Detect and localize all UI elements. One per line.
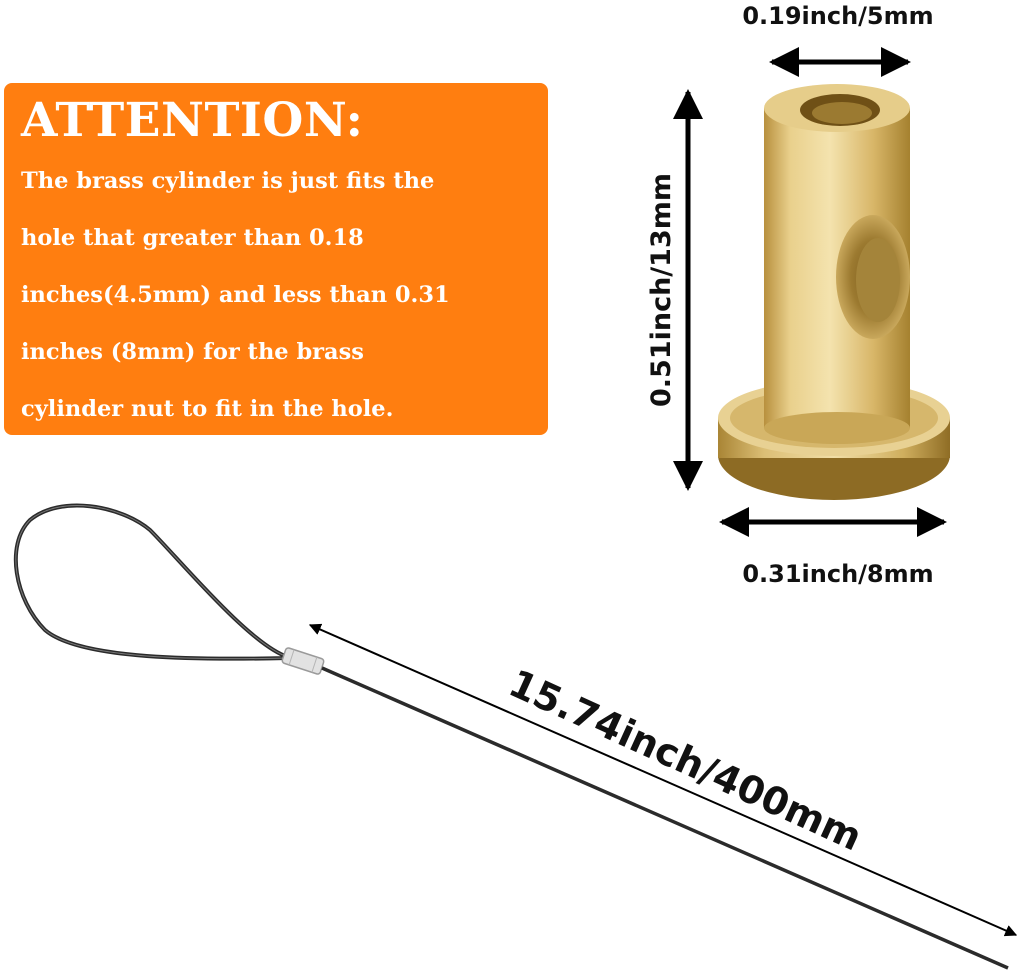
brass-cylinder-nut: [718, 84, 950, 500]
dimension-arrows: [308, 47, 1018, 937]
height-label: 0.51inch/13mm: [646, 173, 677, 407]
attention-title: ATTENTION:: [21, 93, 364, 148]
wire-ferrule: [281, 647, 325, 675]
wire-shaft: [321, 666, 1009, 970]
attention-line: inches (8mm) for the brass: [21, 339, 364, 365]
wire-threader: [13, 503, 1009, 970]
wire-length-arrow: [308, 623, 1018, 937]
attention-text: The brass cylinder is just fits the hole…: [21, 153, 532, 438]
base-diameter-label: 0.31inch/8mm: [742, 560, 933, 588]
wire-loop: [13, 503, 289, 661]
wire-length-label: 15.74inch/400mm: [502, 661, 868, 860]
attention-line: inches(4.5mm) and less than 0.31: [21, 282, 450, 308]
attention-line: The brass cylinder is just fits the: [21, 168, 435, 194]
attention-note: ATTENTION: The brass cylinder is just fi…: [4, 83, 548, 435]
attention-line: cylinder nut to fit in the hole.: [21, 396, 394, 422]
attention-line: hole that greater than 0.18: [21, 225, 364, 251]
top-diameter-label: 0.19inch/5mm: [742, 2, 933, 30]
